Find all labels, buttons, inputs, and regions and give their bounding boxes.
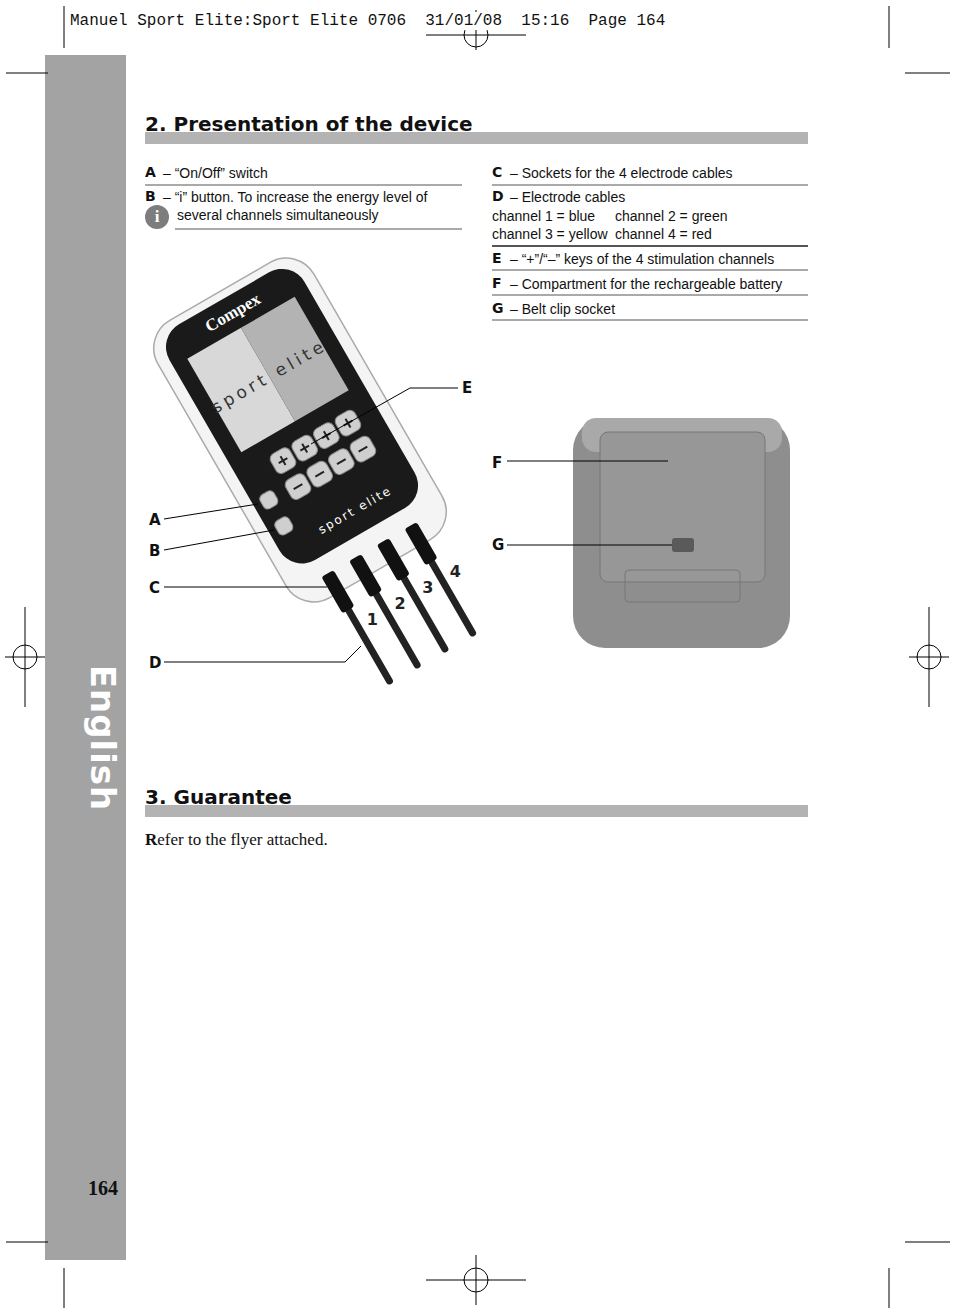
part-letter: D [492, 188, 504, 204]
part-letter: F [492, 275, 502, 291]
channel-number: 2 [394, 594, 405, 613]
device-back [573, 418, 790, 648]
callout-letter: B [149, 542, 160, 560]
channel-color: channel 4 = red [615, 225, 712, 243]
channel-color: channel 3 = yellow [492, 225, 608, 243]
channel-number: 1 [367, 610, 378, 629]
callout-letter: G [492, 536, 504, 554]
callout-letter: C [149, 579, 160, 597]
callout-letter: F [492, 454, 502, 472]
channel-color: channel 1 = blue [492, 207, 595, 225]
channel-color: channel 2 = green [615, 207, 727, 225]
section-heading-band: 3. Guarantee [145, 785, 808, 817]
callout-letter: D [149, 654, 161, 672]
channel-number: 4 [450, 562, 461, 581]
part-description: – Compartment for the rechargeable batte… [510, 275, 782, 293]
part-description: – Sockets for the 4 electrode cables [510, 164, 733, 182]
section-heading: 2. Presentation of the device [145, 112, 808, 136]
page-number: 164 [88, 1177, 118, 1200]
callout-letter: E [462, 379, 472, 397]
part-letter: B [145, 188, 156, 204]
registration-marks [5, 10, 949, 1305]
callout-letter: A [149, 511, 161, 529]
side-bar [45, 55, 126, 1260]
part-description: – “+”/“–” keys of the 4 stimulation chan… [510, 250, 774, 268]
language-tab: English [83, 665, 123, 812]
leader-lines [164, 388, 672, 662]
part-letter: C [492, 164, 502, 180]
section-heading: 3. Guarantee [145, 785, 808, 809]
part-description: – “On/Off” switch [163, 164, 268, 182]
part-letter: E [492, 250, 502, 266]
part-description: – “i” button. To increase the energy lev… [177, 188, 462, 224]
info-icon: i [145, 205, 169, 229]
part-letter: G [492, 300, 504, 316]
crop-marks [6, 6, 950, 1308]
print-header: Manuel Sport Elite:Sport Elite 0706 31/0… [70, 12, 665, 30]
part-description: – Belt clip socket [510, 300, 615, 318]
part-description: – Electrode cables [510, 188, 625, 206]
part-letter: A [145, 164, 156, 180]
body-text: Refer to the flyer attached. [145, 830, 328, 850]
section-heading-band: 2. Presentation of the device [145, 112, 808, 144]
device-front [142, 246, 509, 701]
channel-number: 3 [422, 578, 433, 597]
